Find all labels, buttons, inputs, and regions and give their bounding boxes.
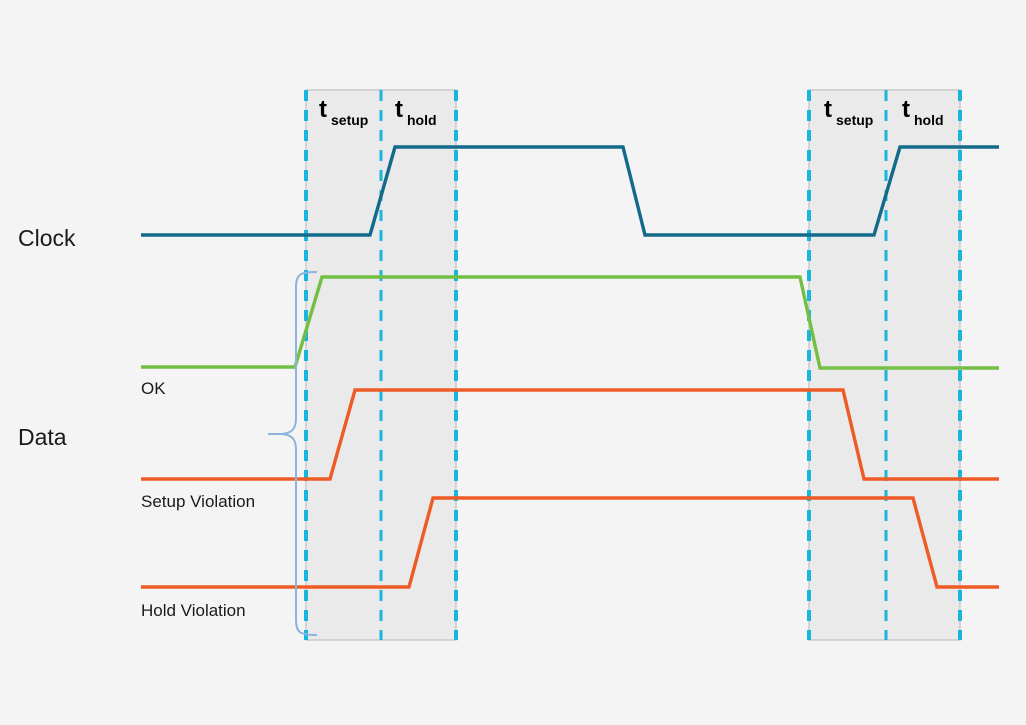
clock-label: Clock <box>18 225 76 251</box>
window-2-setup-annotation: t setup <box>824 96 873 128</box>
t-setup-symbol-1: t <box>319 96 327 123</box>
waveform-clock <box>141 145 999 237</box>
t-hold-subscript-1: hold <box>407 112 437 128</box>
window-2-shaded-area <box>808 89 961 641</box>
setup-violation-label: Setup Violation <box>141 492 255 511</box>
waveform-setup-violation <box>141 388 999 481</box>
waveform-layer <box>141 145 999 589</box>
window-2-hold-annotation: t hold <box>902 96 944 128</box>
t-hold-symbol-1: t <box>395 96 403 123</box>
t-setup-subscript-1: setup <box>331 112 368 128</box>
t-setup-symbol-2: t <box>824 96 832 123</box>
hold-violation-label: Hold Violation <box>141 601 246 620</box>
waveform-ok <box>141 275 999 370</box>
window-1-shaded-area <box>305 89 457 641</box>
ok-label: OK <box>141 379 166 398</box>
timing-window-1: t setup t hold <box>304 89 458 641</box>
t-setup-subscript-2: setup <box>836 112 873 128</box>
window-1-setup-annotation: t setup <box>319 96 368 128</box>
data-label: Data <box>18 424 67 450</box>
data-group-brace <box>268 271 318 636</box>
window-1-hold-annotation: t hold <box>395 96 437 128</box>
t-hold-subscript-2: hold <box>914 112 944 128</box>
t-hold-symbol-2: t <box>902 96 910 123</box>
waveform-hold-violation <box>141 496 999 589</box>
timing-window-2: t setup t hold <box>807 89 962 641</box>
